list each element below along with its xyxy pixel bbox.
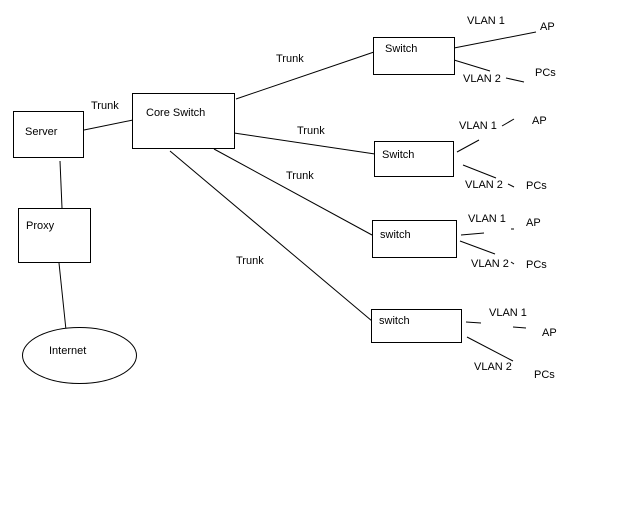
vlan2-label: VLAN 2 (474, 361, 512, 373)
node-label: Proxy (26, 220, 55, 232)
node-switch-3: switch (372, 220, 457, 258)
link-proxy-internet (58, 262, 67, 331)
link-label: Trunk (297, 125, 325, 137)
link-core-switch3 (213, 148, 373, 236)
node-server: Server (13, 111, 84, 158)
vlan2-label: VLAN 2 (465, 179, 503, 191)
link-sw3-pcs (510, 261, 515, 265)
link-core-switch1 (235, 51, 375, 100)
node-switch-1: Switch (373, 37, 455, 75)
link-sw1-ap (453, 31, 537, 49)
link-sw1-vlan2 (453, 59, 491, 72)
pcs-label: PCs (535, 67, 556, 79)
vlan1-label: VLAN 1 (459, 120, 497, 132)
node-label: Switch (382, 149, 414, 161)
pcs-label: PCs (526, 259, 547, 271)
node-label: Switch (385, 43, 417, 55)
node-internet: Internet (22, 327, 137, 384)
link-server-core (83, 119, 134, 131)
link-sw4-ap (512, 326, 527, 329)
ap-label: AP (532, 115, 547, 127)
link-sw2-vlan1 (456, 139, 480, 153)
link-label: Trunk (91, 100, 119, 112)
link-label: Trunk (276, 53, 304, 65)
node-switch-2: Switch (374, 141, 454, 177)
pcs-label: PCs (534, 369, 555, 381)
vlan1-label: VLAN 1 (467, 15, 505, 27)
link-core-switch2 (233, 132, 376, 155)
link-sw4-vlan2 (466, 336, 514, 362)
node-label: switch (380, 229, 411, 241)
link-server-proxy (59, 160, 63, 209)
node-switch-4: switch (371, 309, 462, 343)
ap-label: AP (526, 217, 541, 229)
link-sw4-vlan1 (465, 321, 482, 324)
node-label: switch (379, 315, 410, 327)
ap-label: AP (542, 327, 557, 339)
node-label: Core Switch (146, 107, 205, 119)
vlan1-label: VLAN 1 (489, 307, 527, 319)
vlan2-label: VLAN 2 (463, 73, 501, 85)
node-proxy: Proxy (18, 208, 91, 263)
node-core-switch: Core Switch (132, 93, 235, 149)
link-label: Trunk (286, 170, 314, 182)
node-label: Server (25, 126, 58, 138)
link-core-switch4 (169, 150, 373, 322)
link-sw2-pcs (507, 183, 515, 188)
link-sw3-vlan2 (459, 240, 496, 255)
link-sw2-vlan2 (462, 164, 497, 179)
ap-label: AP (540, 21, 555, 33)
link-sw2-ap (501, 118, 515, 127)
link-label: Trunk (236, 255, 264, 267)
vlan1-label: VLAN 1 (468, 213, 506, 225)
link-sw3-vlan1 (460, 232, 485, 236)
pcs-label: PCs (526, 180, 547, 192)
link-sw1-pcs (505, 77, 525, 83)
vlan2-label: VLAN 2 (471, 258, 509, 270)
node-label: Internet (49, 345, 86, 357)
